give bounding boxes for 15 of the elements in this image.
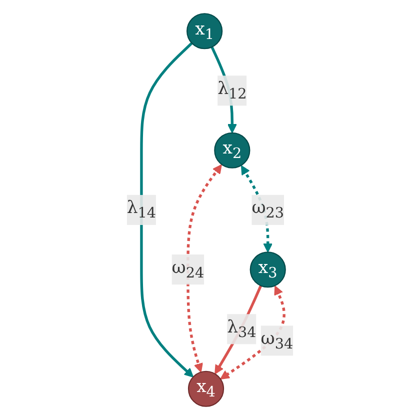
node-circle xyxy=(186,13,223,50)
arrow xyxy=(186,164,222,373)
arrow xyxy=(140,42,194,378)
edge-label: λ$_{34}$ xyxy=(227,316,256,342)
arrow xyxy=(220,286,286,380)
node-circle xyxy=(250,252,286,288)
edge-label: λ$_{14}$ xyxy=(126,196,156,222)
node-circle xyxy=(188,370,224,407)
node-circle xyxy=(214,132,250,168)
arrow xyxy=(214,285,262,374)
edge-label: ω$_{23}$ xyxy=(252,196,284,222)
graph-diagram: λ$_{12}$ λ$_{14}$ ω$_{23}$ ω$_{24}$ λ$_{34}$ ω$_{34}$ x$_{1}$ x$_{2}$ x$_{3}$ x$_{4}$ xyxy=(5,5,415,415)
edge-label: ω$_{34}$ xyxy=(260,328,294,353)
edge-label: ω$_{24}$ xyxy=(172,256,204,282)
edge-label: λ$_{12}$ xyxy=(218,78,247,103)
